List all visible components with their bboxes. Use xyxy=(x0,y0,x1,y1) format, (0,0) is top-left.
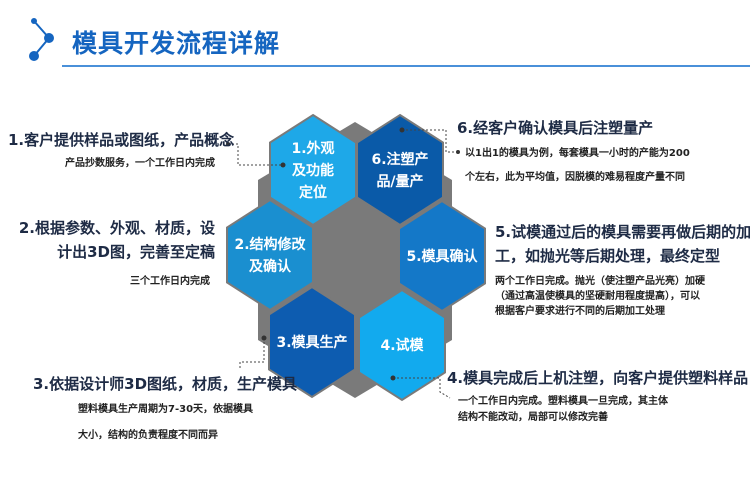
step-5-detail-line2: （通过高温使模具的坚硬耐用程度提高），可以 xyxy=(495,291,700,302)
step-1-heading: 1.客户提供样品或图纸，产品概念 xyxy=(8,131,235,149)
hexagon-label: 及确认 xyxy=(249,258,292,275)
hexagon-label: 品/量产 xyxy=(376,173,423,190)
step-3-detail-line2: 大小，结构的负责程度不同而异 xyxy=(78,430,218,441)
hexagon-step-6: 6.注塑产品/量产 xyxy=(356,113,444,227)
molecule-connector-icon xyxy=(29,18,54,61)
step-4-heading: 4.模具完成后上机注塑，向客户提供塑料样品 xyxy=(447,369,749,387)
hexagon-step-3: 3.模具生产 xyxy=(268,285,356,399)
page-title: 模具开发流程详解 xyxy=(72,29,281,58)
hexagon-label: 3.模具生产 xyxy=(276,334,347,351)
hexagon-step-4: 4.试模 xyxy=(358,288,446,402)
hexagon-label: 1.外观 xyxy=(291,140,334,157)
step-2-detail: 三个工作日内完成 xyxy=(130,276,210,287)
hexagon-step-5: 5.模具确认 xyxy=(398,199,486,313)
step-5-detail-line1: 两个工作日完成。抛光（使注塑产品光亮）加硬 xyxy=(495,276,705,287)
step-3-heading: 3.依据设计师3D图纸，材质，生产模具 xyxy=(33,375,298,393)
step-4-detail-line1: 一个工作日内完成。塑料模具一旦完成，其主体 xyxy=(458,396,668,407)
step-2-heading-line1: 2.根据参数、外观、材质，设 xyxy=(18,219,215,237)
step-6-detail-line2: 个左右，此为平均值，因脱模的难易程度产量不同 xyxy=(465,172,685,183)
step-5-heading-line1: 5.试模通过后的模具需要再做后期的加 xyxy=(495,223,750,241)
step-6-detail-line1: 以1出1的模具为例，每套模具一小时的产能为200 xyxy=(465,148,690,159)
hexagon-label: 4.试模 xyxy=(380,337,424,354)
dotted-connectors xyxy=(228,129,456,399)
hexagon-label: 定位 xyxy=(299,184,327,201)
hexagon-label: 5.模具确认 xyxy=(406,248,478,265)
step-6-heading: 6.经客户确认模具后注塑量产 xyxy=(457,119,654,137)
step-5-detail-line3: 根据客户要求进行不同的后期加工处理 xyxy=(495,306,665,317)
step-5-heading-line2: 工，如抛光等后期处理，最终定型 xyxy=(495,247,721,265)
step-4-detail-line2: 结构不能改动，局部可以修改完善 xyxy=(458,412,608,423)
hexagon-label: 及功能 xyxy=(292,162,334,179)
step-2-heading-line2: 计出3D图，完善至定稿 xyxy=(57,243,215,261)
hexagon-label: 6.注塑产 xyxy=(371,151,428,168)
title-divider xyxy=(62,65,750,67)
step-3-detail-line1: 塑料模具生产周期为7-30天，依据模具 xyxy=(78,404,254,415)
hexagon-label: 2.结构修改 xyxy=(234,236,306,253)
step-1-detail: 产品抄数服务，一个工作日内完成 xyxy=(65,158,215,169)
connector-dots xyxy=(226,127,460,381)
